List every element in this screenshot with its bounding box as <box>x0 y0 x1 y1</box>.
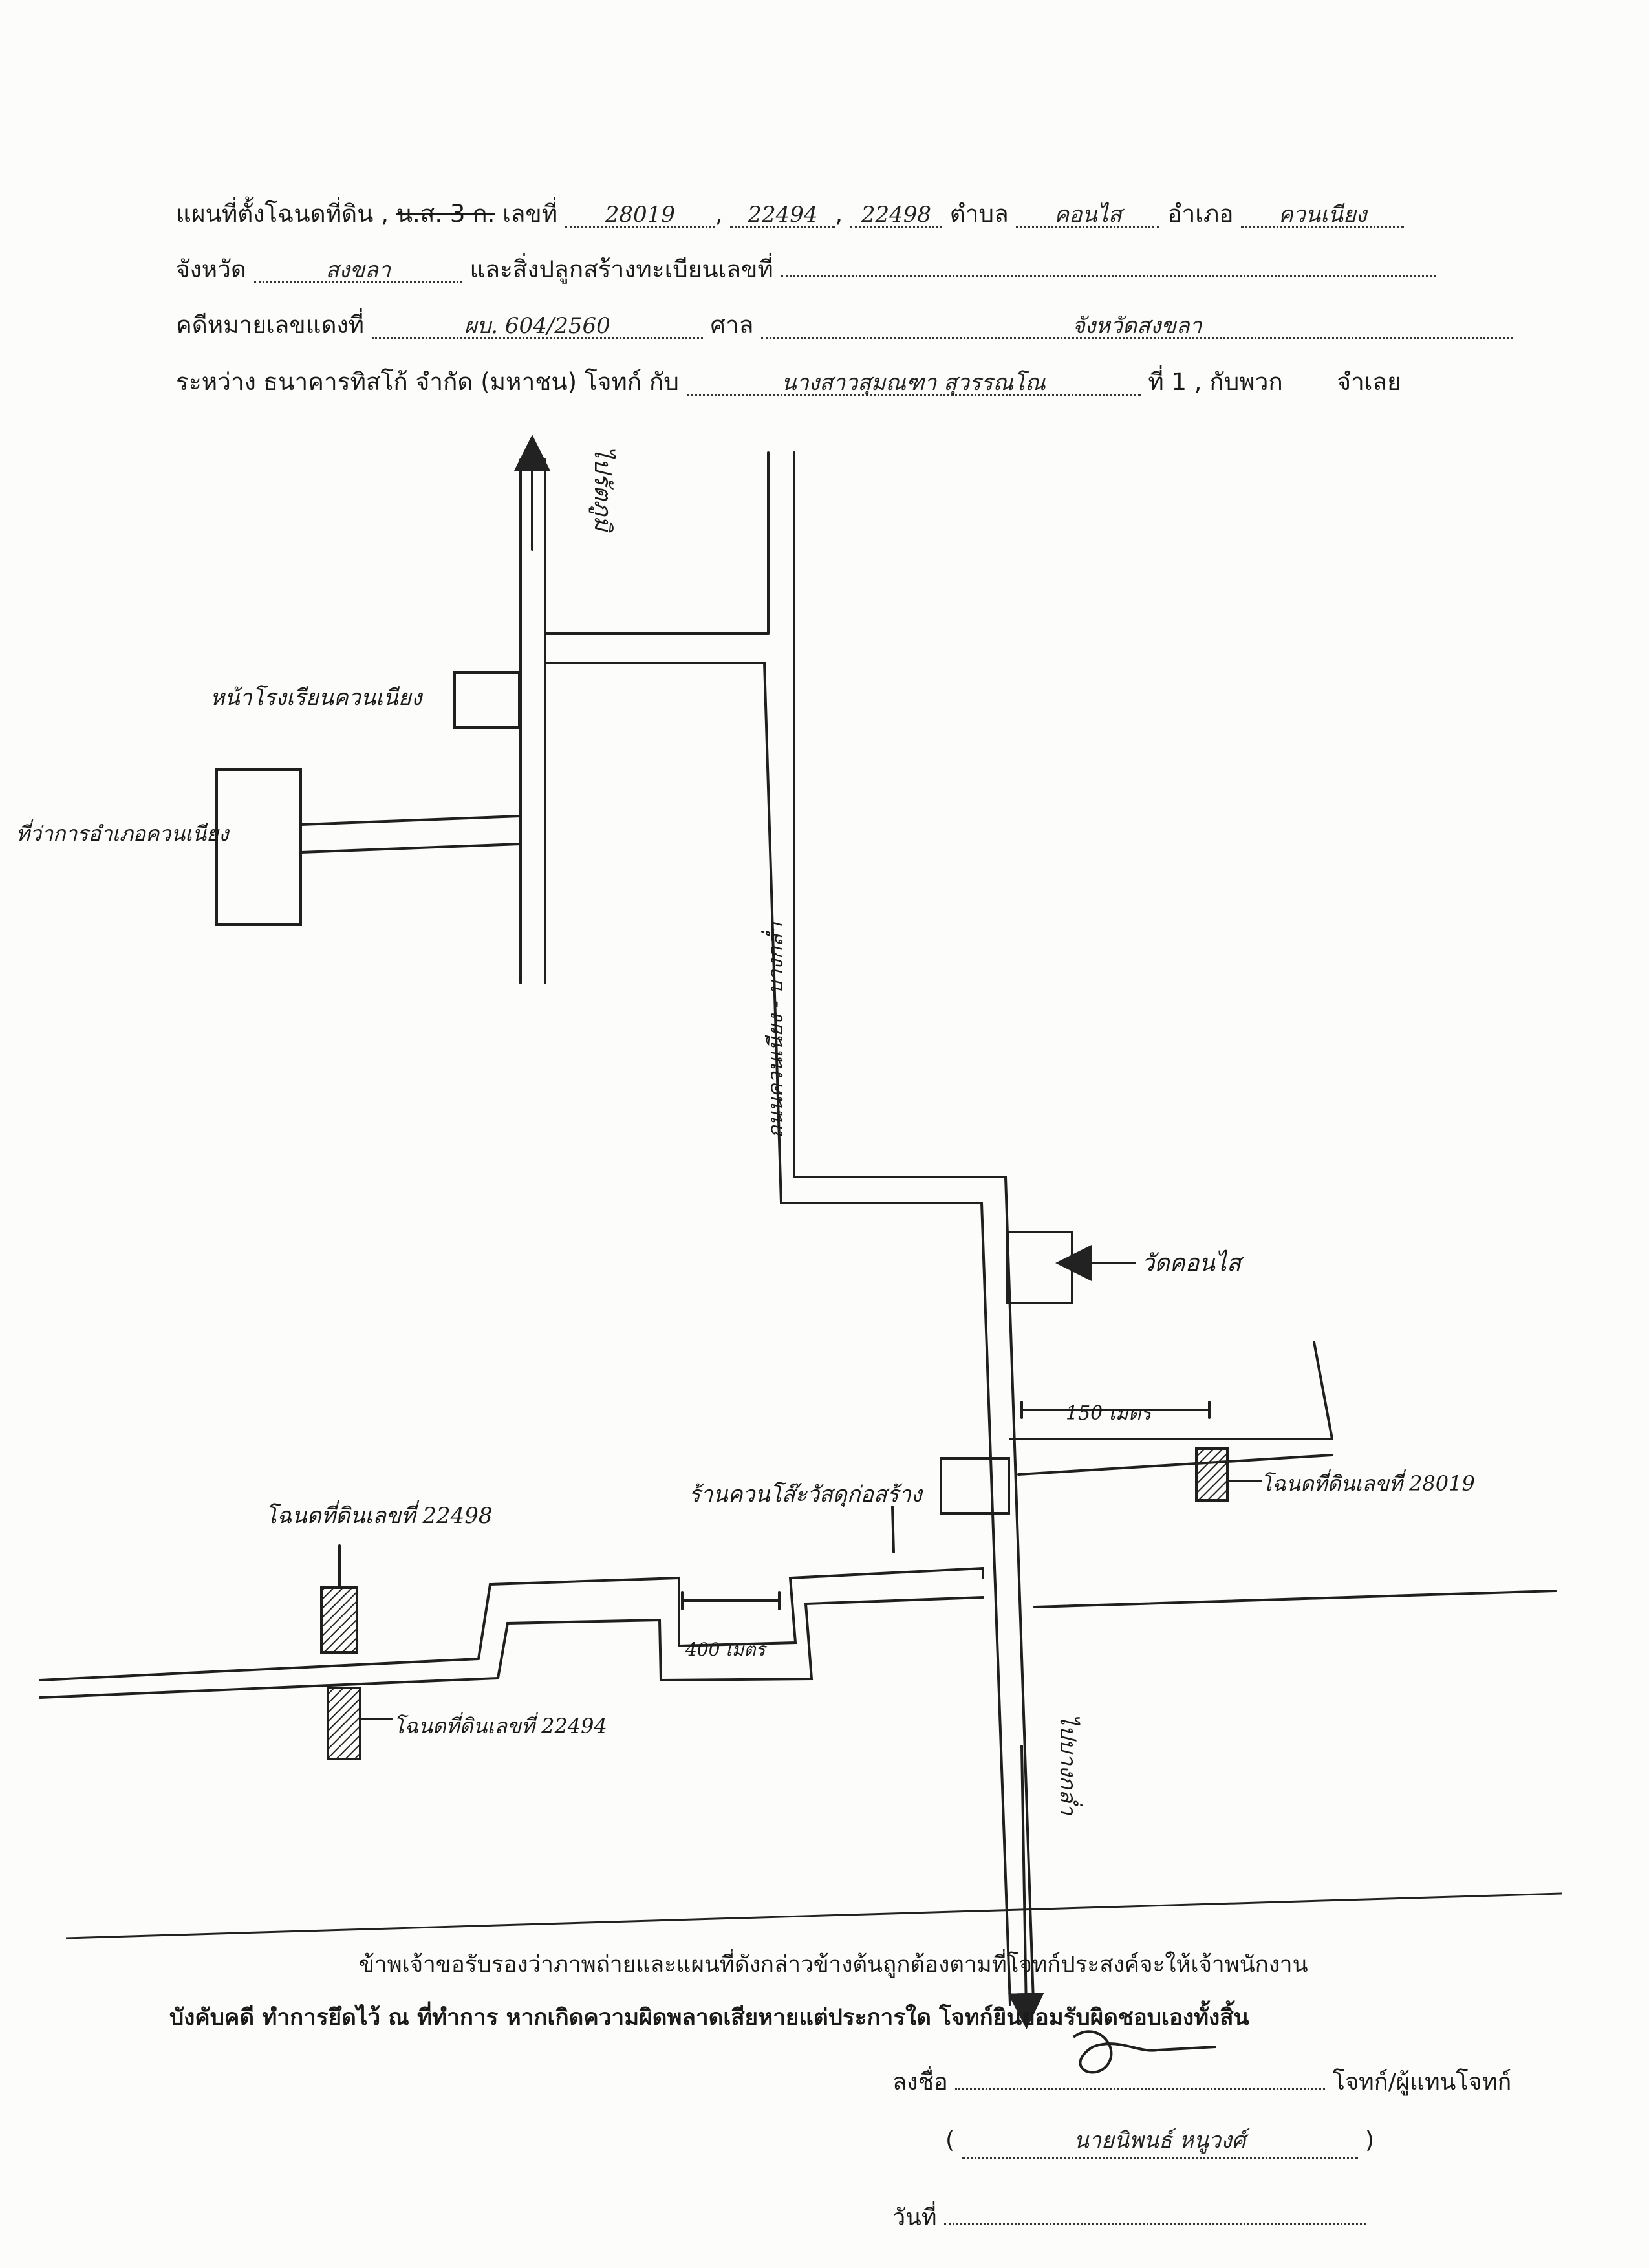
parcel-28019 <box>1195 1447 1229 1502</box>
parcel-22498 <box>320 1586 358 1654</box>
signer-name: นายนิพนธ์ หนูวงศ์ <box>962 2122 1358 2159</box>
label-main-road: ถนนควนเนียง - บางกล่ำ <box>761 922 788 1138</box>
label-deed-22494: โฉนดที่ดินเลขที่ 22494 <box>393 1712 607 1738</box>
deed-number-2: 22494 <box>730 204 835 228</box>
label-province: จังหวัด <box>176 255 246 283</box>
shop-building <box>940 1457 1010 1515</box>
deed-number-3: 22498 <box>850 204 942 228</box>
defendant-number-text: ที่ 1 , กับพวก <box>1148 368 1283 396</box>
date-row: วันที่ <box>892 2199 1366 2236</box>
label-deed-22498: โฉนดที่ดินเลขที่ 22498 <box>265 1500 493 1529</box>
label-amphoe: อำเภอ <box>1167 200 1234 228</box>
defendant-label: จำเลย <box>1337 368 1401 396</box>
amphoe-value: ควนเนียง <box>1241 204 1405 228</box>
deed-number-1: 28019 <box>565 204 715 228</box>
label-district-office: ที่ว่าการอำเภอควนเนียง <box>16 819 230 846</box>
province-value: สงขลา <box>253 259 462 283</box>
label-to-rattaphum: ไปรัตภูมิ <box>588 446 616 533</box>
header-line-4: ระหว่าง ธนาคารทิสโก้ จำกัด (มหาชน) โจทก์… <box>176 370 1401 396</box>
label-shop: ร้านควนโส๊ะวัสดุก่อสร้าง <box>689 1482 923 1507</box>
label-case-number: คดีหมายเลขแดงที่ <box>176 311 364 339</box>
label-map-of-deed: แผนที่ตั้งโฉนดที่ดิน <box>176 200 374 228</box>
parties-text: ระหว่าง ธนาคารทิสโก้ จำกัด (มหาชน) โจทก์… <box>176 368 679 396</box>
temple-building <box>1006 1231 1073 1304</box>
school-building <box>453 671 521 729</box>
signature-row: ลงชื่อ โจทก์/ผู้แทนโจทก์ <box>892 2063 1511 2100</box>
court-value: จังหวัดสงขลา <box>761 315 1513 339</box>
label-court: ศาล <box>710 311 754 339</box>
signature-scribble <box>1072 2030 1216 2074</box>
label-distance-150m: 150 เมตร <box>1066 1402 1154 1425</box>
separator-line <box>65 1892 1562 1939</box>
certification-line-2: บังคับคดี ทำการยึดไว้ ณ ที่ทำการ หากเกิด… <box>169 2005 1249 2031</box>
label-number: เลขที่ <box>502 200 558 228</box>
label-plaintiff-role: โจทก์/ผู้แทนโจทก์ <box>1332 2069 1512 2095</box>
signer-name-row: ( นายนิพนธ์ หนูวงศ์ ) <box>945 2122 1374 2159</box>
district-office-building <box>215 768 302 926</box>
header-line-2: จังหวัด สงขลา และสิ่งปลูกสร้างทะเบียนเลข… <box>176 257 1436 283</box>
label-temple: วัดคอนไส <box>1141 1249 1244 1277</box>
label-deed-28019: โฉนดที่ดินเลขที่ 28019 <box>1261 1469 1475 1496</box>
certification-line-1: ข้าพเจ้าขอรับรองว่าภาพถ่ายและแผนที่ดังกล… <box>359 1952 1308 1978</box>
header-line-1: แผนที่ตั้งโฉนดที่ดิน , น.ส. 3 ก. เลขที่ … <box>176 200 1405 228</box>
parcel-22494 <box>327 1687 361 1760</box>
label-date: วันที่ <box>892 2205 937 2231</box>
date-field <box>944 2223 1366 2225</box>
header-line-3: คดีหมายเลขแดงที่ ผบ. 604/2560 ศาล จังหวั… <box>176 313 1513 339</box>
label-distance-400m: 400 เมตร <box>685 1639 768 1660</box>
label-tambon: ตำบล <box>949 200 1009 228</box>
arrow-south <box>1008 1745 1044 2029</box>
struck-document-type: น.ส. 3 ก. <box>396 200 495 228</box>
label-to-bangklam: ไปบางกล่ำ <box>1055 1714 1083 1815</box>
tambon-value: คอนไส <box>1016 204 1160 228</box>
signature-field <box>955 2088 1326 2090</box>
defendant-name: นางสาวสุมณฑา สุวรรณโณ <box>686 372 1141 396</box>
label-building-reg: และสิ่งปลูกสร้างทะเบียนเลขที่ <box>469 255 773 283</box>
label-sign: ลงชื่อ <box>892 2069 948 2095</box>
case-number-value: ผบ. 604/2560 <box>371 315 703 339</box>
label-school: หน้าโรงเรียนควนเนียง <box>210 685 424 711</box>
building-reg-value <box>781 275 1436 277</box>
